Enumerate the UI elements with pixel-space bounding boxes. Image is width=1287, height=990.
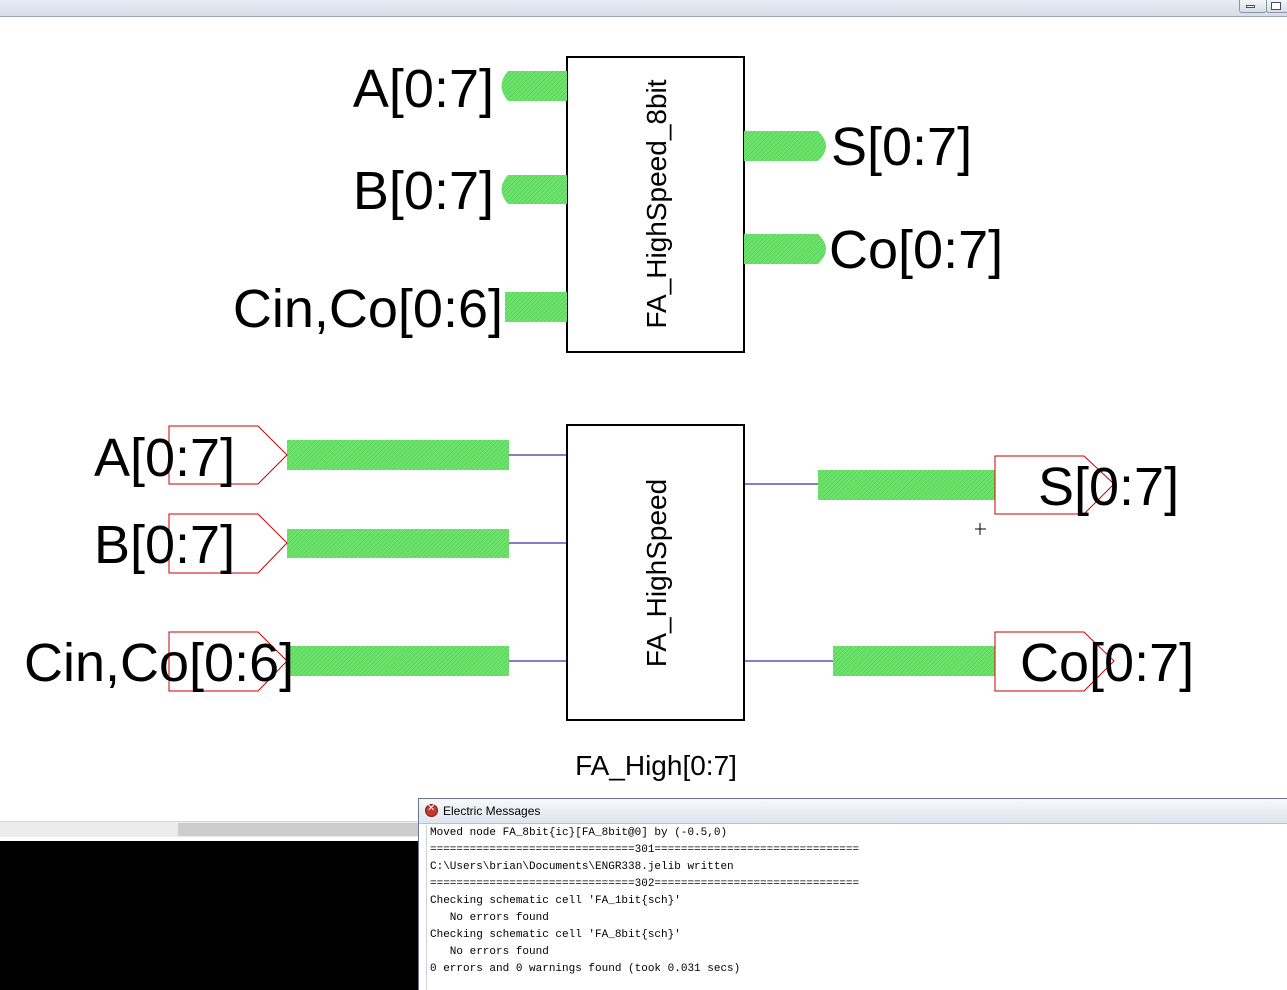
top-bus-b[interactable] [501,175,568,204]
export-label-co: Co[0:7] [1020,633,1194,693]
horizontal-scrollbar[interactable] [0,821,420,837]
message-line: ===============================301======… [430,844,860,856]
top-input-b-label: B[0:7] [353,161,494,221]
export-pin-s[interactable] [994,455,1115,515]
top-bus-s[interactable] [744,131,826,161]
export-pin-cin[interactable] [168,631,288,692]
minimize-button[interactable] [1239,0,1267,13]
message-line: Checking schematic cell 'FA_1bit{sch}' [430,895,681,907]
top-input-cin-label: Cin,Co[0:6] [233,279,503,339]
top-bus-co[interactable] [744,234,826,264]
message-line: No errors found [430,912,549,924]
bottom-instance[interactable]: FA_HighSpeed FA_High[0:7] A[0:7] B[0:7] … [24,424,1194,781]
message-line: Checking schematic cell 'FA_8bit{sch}' [430,929,681,941]
top-symbol-body[interactable] [566,56,745,353]
bottom-instance-body[interactable] [566,424,745,721]
top-symbol-name: FA_HighSpeed_8bit [641,79,672,328]
crosshair-cursor-icon [975,523,986,535]
bus-s[interactable] [818,470,995,500]
electric-app-icon [425,803,438,817]
scrollbar-thumb[interactable] [178,823,420,836]
messages-window[interactable]: Electric Messages Moved node FA_8bit{ic}… [418,798,1287,990]
top-output-s-label: S[0:7] [831,117,972,177]
export-pin-a[interactable] [168,425,288,485]
bus-b[interactable] [287,529,509,558]
message-line: C:\Users\brian\Documents\ENGR338.jelib w… [430,861,734,873]
top-input-a-label: A[0:7] [353,59,494,119]
message-line: Moved node FA_8bit{ic}[FA_8bit@0] by (-0… [430,827,728,839]
export-label-a: A[0:7] [94,428,235,488]
top-output-co-label: Co[0:7] [829,220,1003,280]
message-line: ===============================302======… [430,878,860,890]
message-line: 0 errors and 0 warnings found (took 0.03… [430,963,741,975]
export-pin-b[interactable] [168,513,288,574]
messages-text-area[interactable]: Moved node FA_8bit{ic}[FA_8bit@0] by (-0… [426,825,1287,990]
export-label-b: B[0:7] [94,515,235,575]
window-title-bar [0,0,1287,17]
restore-button[interactable] [1266,0,1287,13]
bottom-instance-name: FA_HighSpeed [641,479,672,667]
top-bus-a[interactable] [501,71,568,101]
restore-icon [1271,2,1281,10]
background-window [0,841,420,990]
export-pin-co[interactable] [994,631,1115,692]
top-symbol[interactable]: FA_HighSpeed_8bit A[0:7] B[0:7] Cin,Co[0… [233,56,1003,353]
bus-a[interactable] [287,440,509,470]
message-line: No errors found [430,946,549,958]
bottom-instance-label: FA_High[0:7] [575,750,737,781]
export-label-cin: Cin,Co[0:6] [24,633,294,693]
messages-title-bar[interactable]: Electric Messages [419,799,1287,824]
top-bus-cin[interactable] [505,292,567,322]
bus-cin[interactable] [287,646,509,676]
messages-title: Electric Messages [443,804,541,818]
export-label-s: S[0:7] [1038,457,1179,517]
minimize-icon [1246,5,1255,8]
bus-co[interactable] [833,646,995,676]
